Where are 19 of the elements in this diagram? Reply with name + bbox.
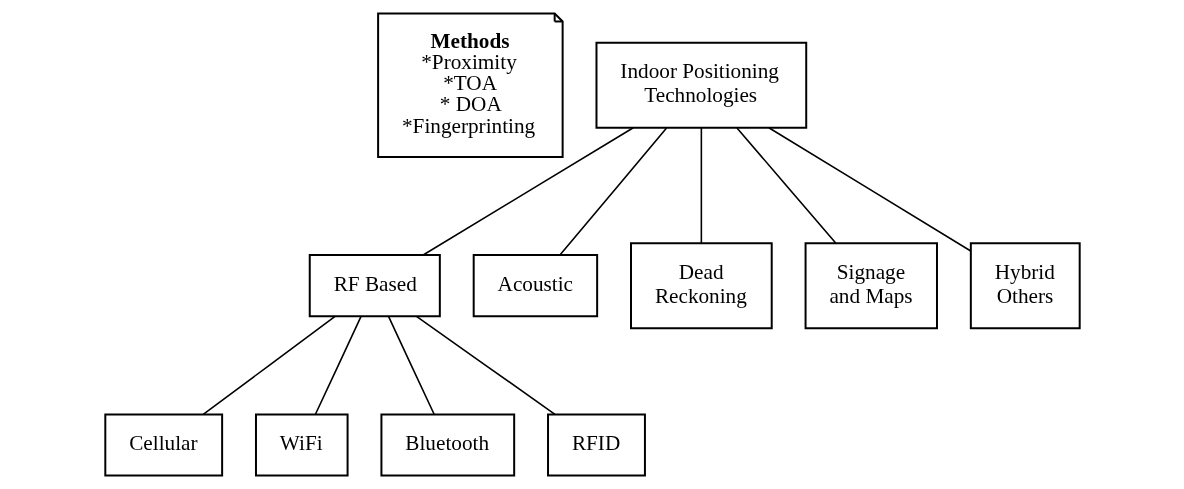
- node-box: WiFi: [254, 413, 349, 477]
- node-box: Acoustic: [472, 254, 598, 318]
- node-box: RFID: [546, 413, 646, 477]
- connector: [735, 127, 836, 244]
- node-box: Signage and Maps: [804, 242, 938, 330]
- connector: [767, 126, 972, 252]
- node-box: RF Based: [308, 254, 441, 318]
- connector: [201, 315, 336, 416]
- node-box: Dead Reckoning: [629, 242, 773, 330]
- node-box: Cellular: [103, 413, 223, 477]
- connector: [700, 127, 702, 244]
- connector: [558, 127, 667, 256]
- node-box: Hybrid Others: [969, 242, 1081, 330]
- connector: [415, 315, 556, 416]
- connector: [421, 126, 634, 256]
- node-box: Indoor Positioning Technologies: [595, 41, 807, 129]
- connector: [314, 315, 362, 416]
- node-box: Bluetooth: [379, 413, 515, 477]
- connector: [387, 315, 435, 416]
